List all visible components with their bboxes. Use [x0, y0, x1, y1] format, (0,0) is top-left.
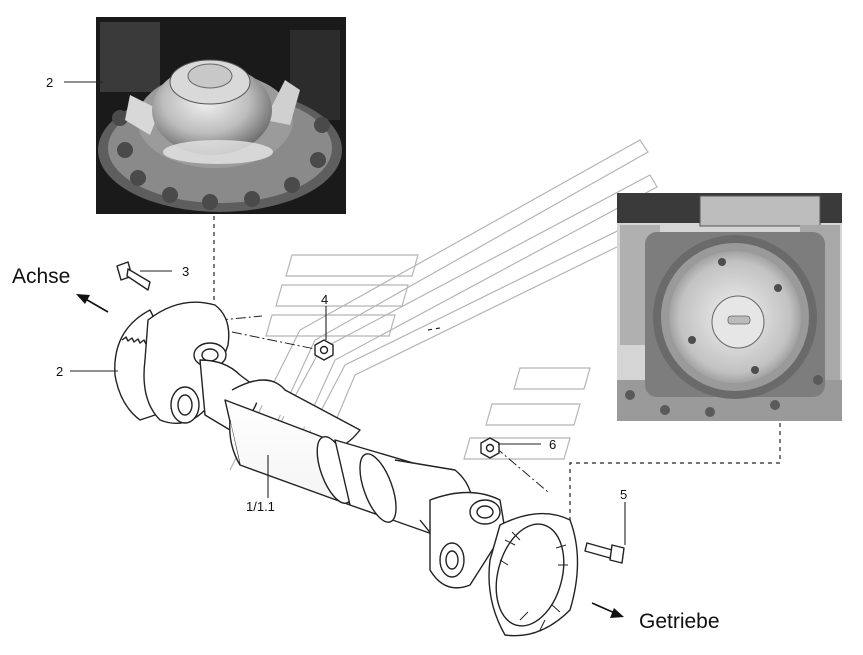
label-part-5: 5 — [620, 487, 627, 502]
leader-lines — [64, 81, 626, 545]
label-part-2: 2 — [56, 364, 63, 379]
photo-gearbox-flange — [617, 193, 842, 421]
arrow-gearbox — [591, 602, 624, 618]
photo-axle-flange — [96, 17, 346, 214]
arrow-axle — [76, 294, 109, 313]
reference-lines — [213, 216, 781, 520]
label-part-2-photo: 2 — [46, 75, 53, 90]
label-part-3: 3 — [182, 264, 189, 279]
label-gearbox: Getriebe — [639, 610, 720, 633]
label-part-4: 4 — [321, 292, 328, 307]
center-lines — [199, 315, 549, 493]
label-part-6: 6 — [549, 437, 556, 452]
label-axle: Achse — [12, 265, 70, 288]
drive-shaft — [114, 261, 625, 637]
label-part-1-1-1: 1/1.1 — [246, 499, 275, 514]
